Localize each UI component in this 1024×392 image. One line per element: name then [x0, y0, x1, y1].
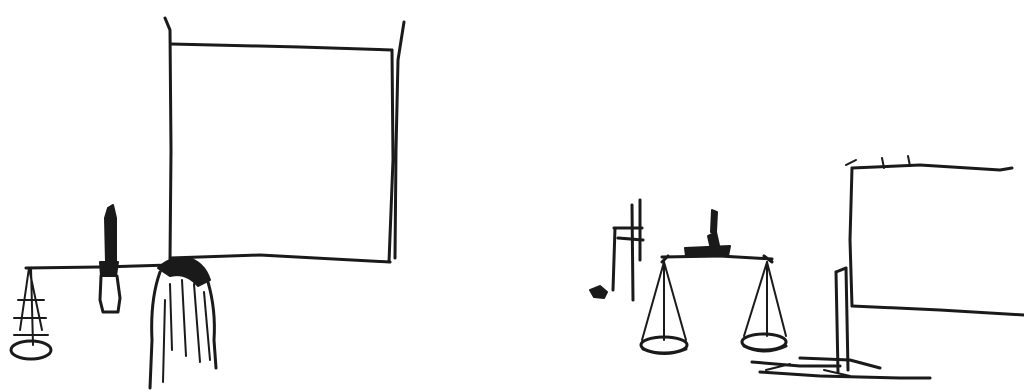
scale-post-and-base — [752, 268, 930, 378]
left-sketch — [11, 18, 404, 388]
scale-left-pan — [641, 262, 687, 354]
left-counterweight — [100, 205, 120, 312]
right-sketch — [590, 156, 1024, 378]
right-plate — [846, 156, 1024, 315]
left-beam — [26, 265, 170, 268]
left-plate — [165, 18, 404, 262]
scale-beam — [662, 210, 772, 262]
scale-right-pan — [742, 262, 786, 351]
right-stand — [590, 200, 643, 300]
left-hanging-pan — [11, 268, 51, 359]
left-water-jet — [150, 258, 216, 388]
